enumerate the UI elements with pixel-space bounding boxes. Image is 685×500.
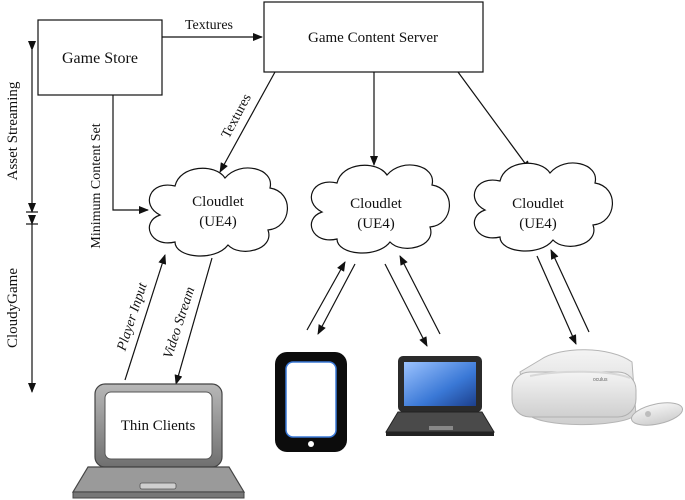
cloudlet-3-name: Cloudlet: [512, 196, 564, 212]
edge-label-textures-top: Textures: [185, 18, 233, 33]
cloudlet-2-name: Cloudlet: [350, 196, 402, 212]
cloudlet-3: Cloudlet (UE4): [473, 162, 613, 252]
svg-text:oculus: oculus: [593, 377, 608, 383]
phone-icon: [275, 352, 347, 452]
edge-label-minimum-content-set: Minimum Content Set: [89, 123, 104, 248]
edge-video-stream: [174, 257, 213, 385]
edge-phone-up: [306, 261, 346, 331]
thin-clients-label: Thin Clients: [121, 418, 196, 434]
edge-label-textures-diag: Textures: [219, 92, 255, 141]
game-store-label: Game Store: [62, 50, 138, 67]
edge-laptop2-down: [384, 263, 428, 347]
cloudlet-1: Cloudlet (UE4): [148, 167, 288, 257]
game-content-server-label: Game Content Server: [308, 30, 438, 46]
edge-laptop2-up: [399, 255, 441, 335]
side-bracket-asset-streaming: [26, 41, 38, 213]
game-store-box: Game Store: [37, 19, 163, 96]
edge-server-to-cloudlet-1: [219, 71, 276, 173]
edge-phone-down: [317, 263, 356, 335]
cloudlet-1-engine: (UE4): [199, 214, 237, 230]
vr-headset-icon: oculus: [511, 349, 637, 426]
edge-store-to-cloudlet-1: [112, 95, 149, 214]
cloudlet-2: Cloudlet (UE4): [310, 164, 450, 254]
edge-player-input: [124, 254, 167, 381]
cloudygame-label: CloudyGame: [5, 268, 21, 348]
side-bracket-cloudygame: [26, 215, 38, 393]
laptop-icon: Thin Clients: [71, 383, 246, 499]
cloudlet-1-name: Cloudlet: [192, 194, 244, 210]
laptop-icon: [385, 356, 495, 436]
edge-vr-down: [536, 255, 577, 345]
cloudlet-3-engine: (UE4): [519, 216, 557, 232]
vr-controller-icon: [630, 402, 684, 426]
asset-streaming-label: Asset Streaming: [5, 81, 21, 180]
cloudlet-2-engine: (UE4): [357, 216, 395, 232]
edge-vr-up: [550, 249, 590, 333]
edge-server-to-cloudlet-3: [457, 71, 531, 171]
game-content-server-box: Game Content Server: [263, 1, 484, 73]
edge-label-video-stream: Video Stream: [161, 285, 198, 360]
